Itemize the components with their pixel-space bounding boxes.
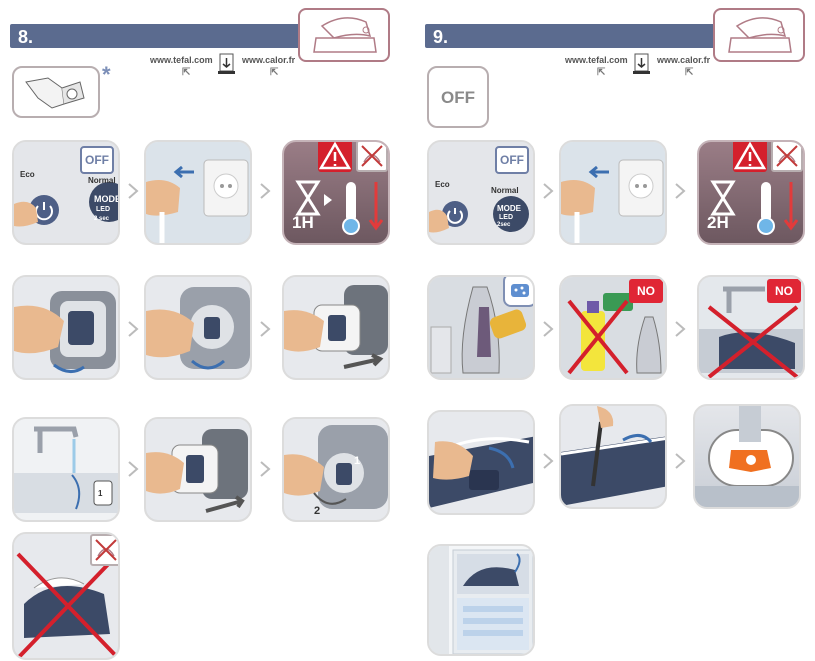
- steam-generator-thumbnail: [713, 8, 805, 62]
- warning-icon: [318, 142, 352, 172]
- no-badge: NO: [767, 279, 801, 303]
- calor-link[interactable]: www.calor.fr: [242, 55, 296, 65]
- cursor-icon: ⇱: [685, 67, 694, 78]
- chevron-right-icon: [259, 182, 271, 200]
- no-touch-icon: [356, 142, 388, 172]
- chevron-right-icon: [259, 460, 271, 478]
- step-cool-down: 2H: [697, 140, 805, 245]
- step-press-off-button: Eco Normal MODE LED 2sec OFF: [427, 140, 535, 245]
- no-touch-icon: [771, 142, 803, 172]
- step-do-not-tilt: [12, 532, 120, 660]
- step-unscrew-cartridge: [144, 275, 252, 380]
- descaling-tool-icon: [12, 66, 100, 118]
- step-marker: 1: [98, 489, 103, 498]
- step-unplug: [559, 140, 667, 245]
- website-links: www.tefal.com ⇱ www.calor.fr ⇱: [150, 53, 370, 83]
- rotate-step-1: 1: [354, 455, 361, 467]
- chevron-right-icon: [127, 460, 139, 478]
- step-clean-with-brush: [559, 404, 667, 509]
- step-unplug: [144, 140, 252, 245]
- step-open-cover: [12, 275, 120, 380]
- mode-label: MODE: [497, 204, 521, 213]
- step-no-rinse-under-tap: NO: [697, 275, 805, 380]
- download-icon[interactable]: [633, 53, 651, 75]
- chevron-right-icon: [542, 320, 554, 338]
- eco-label: Eco: [435, 180, 450, 189]
- download-icon[interactable]: [218, 53, 236, 75]
- asterisk-note: *: [102, 62, 111, 87]
- chevron-right-icon: [542, 182, 554, 200]
- cursor-icon: ⇱: [270, 67, 279, 78]
- mode-label: MODE: [94, 194, 120, 204]
- step-screw-cartridge: 1 2: [282, 417, 390, 522]
- chevron-right-icon: [674, 320, 686, 338]
- cursor-icon: ⇱: [597, 67, 606, 78]
- step-remove-cartridge: [282, 275, 390, 380]
- chevron-right-icon: [674, 452, 686, 470]
- section-8: 8. www.tefal.com ⇱ www.calor.fr ⇱ *: [10, 0, 405, 661]
- cool-time-label: 1H: [292, 213, 314, 232]
- rotate-step-2: 2: [314, 505, 321, 517]
- calor-link[interactable]: www.calor.fr: [657, 55, 711, 65]
- cursor-icon: ⇱: [182, 67, 191, 78]
- step-store-in-cupboard: [427, 544, 535, 656]
- chevron-right-icon: [674, 182, 686, 200]
- step-press-off-button: Eco Normal MODE LED 2 sec OFF: [12, 140, 120, 245]
- tefal-link[interactable]: www.tefal.com: [565, 55, 628, 65]
- no-tilt-icon: [90, 534, 118, 566]
- section-number: 8.: [18, 27, 34, 47]
- cool-time-label: 2H: [707, 213, 729, 232]
- step-tilt-and-lift-base: [427, 410, 535, 515]
- off-badge: OFF: [80, 146, 114, 174]
- eco-label: Eco: [20, 170, 35, 179]
- chevron-right-icon: [259, 320, 271, 338]
- step-reinsert-cartridge: [144, 417, 252, 522]
- chevron-right-icon: [127, 320, 139, 338]
- sec-label: 2sec: [497, 222, 511, 228]
- sec-label: 2 sec: [94, 216, 110, 222]
- section-number: 9.: [433, 27, 449, 47]
- off-big-label: OFF: [441, 88, 475, 107]
- step-anti-scale-collector: [693, 404, 801, 509]
- step-clean-soleplate-sponge: [427, 275, 535, 380]
- step-rinse-cartridge: 1: [12, 417, 120, 522]
- led-label: LED: [499, 214, 513, 221]
- step-cool-down: 1H: [282, 140, 390, 245]
- off-badge: OFF: [495, 146, 529, 174]
- no-badge: NO: [629, 279, 663, 303]
- sponge-icon: [503, 277, 533, 307]
- steam-generator-thumbnail: [298, 8, 390, 62]
- tefal-link[interactable]: www.tefal.com: [150, 55, 213, 65]
- section-9: 9. www.tefal.com ⇱ www.calor.fr ⇱ OFF Ec…: [425, 0, 815, 661]
- chevron-right-icon: [127, 182, 139, 200]
- step-no-detergents: NO: [559, 275, 667, 380]
- off-indicator: OFF: [427, 66, 489, 128]
- website-links: www.tefal.com ⇱ www.calor.fr ⇱: [565, 53, 785, 83]
- led-label: LED: [96, 206, 110, 213]
- warning-icon: [733, 142, 767, 172]
- normal-label: Normal: [491, 186, 519, 195]
- normal-label: Normal: [88, 176, 116, 185]
- chevron-right-icon: [542, 452, 554, 470]
